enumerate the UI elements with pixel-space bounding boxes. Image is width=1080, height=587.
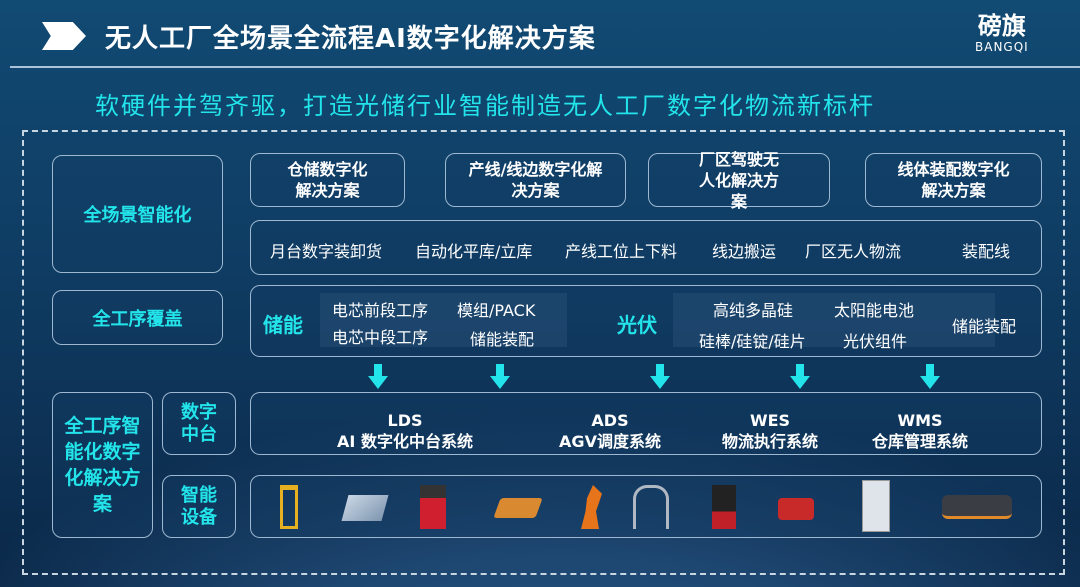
scenario-row (250, 220, 1042, 275)
logo-cn: 磅旗 (977, 12, 1026, 40)
platform-name: AGV调度系统 (559, 432, 661, 451)
dashed-frame (22, 130, 1065, 575)
process-item: 太阳能电池 (834, 301, 915, 320)
subtitle: 软硬件并驾齐驱，打造光储行业智能制造无人工厂数字化物流新标杆 (95, 92, 875, 120)
scenario-item: 自动化平库/立库 (415, 242, 533, 261)
platform-code: LDS (387, 411, 423, 430)
platform-name: 仓库管理系统 (871, 432, 968, 451)
process-item: 高纯多晶硅 (713, 301, 794, 320)
latent-agv-icon (493, 498, 543, 518)
scenario-item: 厂区无人物流 (805, 242, 902, 261)
scene-label: 全场景智能化 (52, 155, 223, 273)
flat-agv-icon (942, 495, 1012, 519)
process-item: 电芯中段工序 (332, 328, 429, 347)
solution-driverless: 厂区驾驶无人化解决方案 (648, 150, 830, 211)
storage-label: 储能 (263, 313, 303, 337)
platform-code: WMS (897, 411, 943, 430)
scenario-item: 产线工位上下料 (565, 242, 678, 261)
gantry-robot-icon (633, 485, 669, 529)
platform-row (250, 392, 1042, 455)
page-title: 无人工厂全场景全流程AI数字化解决方案 (105, 24, 596, 54)
process-item: 光伏组件 (843, 332, 908, 351)
scenario-item: 月台数字装卸货 (270, 242, 383, 261)
process-item: 储能装配 (470, 330, 535, 349)
pv-label: 光伏 (617, 313, 657, 337)
forklift-agv-icon (420, 485, 446, 529)
solution-assembly: 线体装配数字化解决方案 (865, 153, 1042, 207)
cabinet-robot-icon (862, 480, 890, 532)
shuttle-rack-icon (341, 495, 389, 521)
arrow-down-icon (920, 364, 940, 390)
solution-warehouse: 仓储数字化解决方案 (250, 153, 405, 207)
pv-panel (673, 293, 995, 347)
solution-production-line: 产线/线边数字化解决方案 (445, 153, 626, 207)
platform-code: ADS (591, 411, 629, 430)
platform-wms: WMS 仓库管理系统 (855, 410, 985, 452)
platform-ads: ADS AGV调度系统 (550, 410, 670, 452)
platform-name: AI 数字化中台系统 (337, 432, 473, 451)
storage-panel (320, 293, 567, 347)
scenario-item: 线边搬运 (712, 242, 777, 261)
divider (10, 66, 1080, 68)
process-item: 模组/PACK (457, 301, 536, 320)
logo-en: BANGQI (975, 40, 1029, 54)
platform-wes: WES 物流执行系统 (710, 410, 830, 452)
compact-agv-icon (778, 498, 814, 520)
arrow-down-icon (368, 364, 388, 390)
arrow-down-icon (650, 364, 670, 390)
process-item: 储能装配 (952, 317, 1017, 336)
platform-label: 数字中台 (162, 392, 236, 455)
solution-label: 全工序智能化数字化解决方案 (52, 392, 153, 538)
platform-code: WES (749, 411, 791, 430)
scenario-item: 装配线 (962, 242, 1011, 261)
equipment-label: 智能设备 (162, 475, 236, 538)
arrow-down-icon (790, 364, 810, 390)
process-label: 全工序覆盖 (52, 290, 223, 345)
process-item: 电芯前段工序 (332, 301, 429, 320)
chevron-icon (42, 22, 86, 50)
stacker-forklift-icon (712, 485, 736, 529)
arrow-down-icon (490, 364, 510, 390)
platform-name: 物流执行系统 (721, 432, 818, 451)
process-item: 硅棒/硅锭/硅片 (699, 332, 806, 351)
lift-device-icon (280, 485, 298, 529)
platform-lds: LDS AI 数字化中台系统 (330, 410, 480, 452)
